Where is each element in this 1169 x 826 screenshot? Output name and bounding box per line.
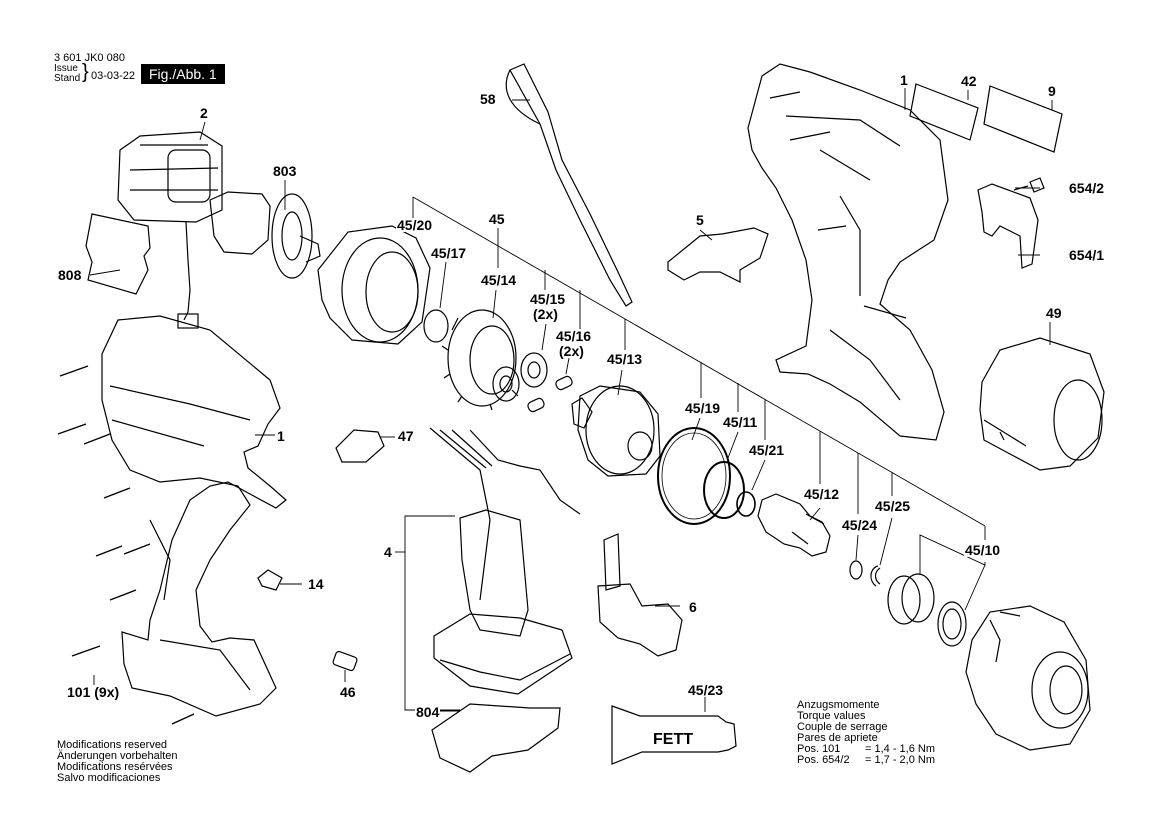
brace: } bbox=[82, 61, 89, 83]
note-line: Modifications resérvées bbox=[57, 761, 173, 773]
planet-gears-45-15 bbox=[492, 352, 548, 402]
callout-9: 9 bbox=[1047, 83, 1057, 99]
housing-half-left bbox=[101, 315, 287, 717]
callout-45-21: 45/21 bbox=[748, 442, 786, 458]
torque-spec-value: = 1,7 - 2,0 Nm bbox=[865, 754, 936, 766]
callout-45: 45 bbox=[488, 211, 506, 227]
modification-notes: Modifications reserved Änderungen vorbeh… bbox=[57, 740, 177, 784]
o-ring-45-19 bbox=[657, 427, 731, 525]
torque-spec-row: Pos. 101 = 1,4 - 1,6 Nm bbox=[797, 744, 935, 755]
callout-49: 49 bbox=[1045, 305, 1063, 321]
callout-45-12: 45/12 bbox=[803, 486, 841, 502]
switch-cable bbox=[603, 533, 621, 591]
callout-6: 6 bbox=[688, 599, 698, 615]
note-line: Salvo modificaciones bbox=[57, 772, 161, 784]
anvil-45-12 bbox=[757, 493, 831, 557]
rotor-803 bbox=[209, 191, 321, 279]
torque-heading: Torque values bbox=[797, 710, 866, 722]
gear-housing-45-20 bbox=[317, 225, 431, 345]
document-number: 3 601 JK0 080 bbox=[54, 52, 125, 64]
label-42 bbox=[909, 83, 979, 141]
callout-45-20: 45/20 bbox=[396, 217, 434, 233]
callout-804: 804 bbox=[415, 704, 441, 720]
ring-45-21 bbox=[736, 491, 756, 517]
switch-5 bbox=[667, 227, 769, 283]
callout-46: 46 bbox=[339, 684, 357, 700]
label-9 bbox=[983, 85, 1063, 153]
switch-module-6 bbox=[597, 583, 683, 657]
torque-spec-pos: Pos. 654/2 bbox=[797, 754, 850, 766]
o-ring-45-19-inner bbox=[661, 432, 727, 520]
pins-45-16 bbox=[527, 375, 573, 413]
callout-58: 58 bbox=[479, 91, 497, 107]
electronics-4 bbox=[429, 427, 581, 695]
circlip-45-25 bbox=[870, 565, 881, 587]
note-line: Modifications reserved bbox=[57, 739, 168, 751]
grease-tube-45-23 bbox=[611, 705, 737, 765]
cap-47 bbox=[335, 429, 385, 463]
screw-654-2 bbox=[1013, 177, 1045, 193]
torque-heading: Couple de serrage bbox=[797, 721, 888, 733]
torque-heading: Pares de apriete bbox=[797, 732, 878, 744]
callout-45-17: 45/17 bbox=[430, 245, 468, 261]
leader-lines bbox=[89, 88, 1053, 712]
battery-frame-804 bbox=[431, 703, 561, 773]
callout-45-15-qty: (2x) bbox=[532, 306, 559, 322]
ring-45-24 bbox=[849, 560, 863, 580]
stand-label: Stand bbox=[54, 73, 81, 84]
callout-14: 14 bbox=[307, 576, 325, 592]
callout-4: 4 bbox=[383, 544, 393, 560]
callout-45-14: 45/14 bbox=[480, 272, 518, 288]
callout-654-2: 654/2 bbox=[1068, 180, 1106, 196]
callout-1-left: 1 bbox=[276, 428, 286, 444]
note-line: Änderungen vorbehalten bbox=[57, 750, 178, 762]
callout-45-13: 45/13 bbox=[606, 351, 644, 367]
issue-date: 03-03-22 bbox=[91, 70, 136, 82]
callout-2: 2 bbox=[199, 105, 209, 121]
spring-45-11 bbox=[703, 461, 745, 519]
callout-45-19: 45/19 bbox=[684, 400, 722, 416]
strap-58 bbox=[505, 63, 633, 307]
callout-45-25: 45/25 bbox=[874, 498, 912, 514]
bushing-45-10 bbox=[887, 573, 967, 647]
cover-49 bbox=[979, 337, 1105, 471]
callout-42: 42 bbox=[960, 73, 978, 89]
grease-label: FETT bbox=[653, 731, 693, 748]
issue-label: Issue bbox=[54, 63, 78, 74]
callout-654-1: 654/1 bbox=[1068, 247, 1106, 263]
callout-101: 101 (9x) bbox=[66, 684, 121, 700]
issue-stand-label: Issue Stand bbox=[54, 64, 80, 84]
callout-45-16: 45/16 bbox=[555, 328, 593, 344]
belt-clip-654-1 bbox=[977, 183, 1039, 269]
callout-45-24: 45/24 bbox=[841, 517, 879, 533]
callout-808: 808 bbox=[57, 267, 83, 283]
torque-spec-row: Pos. 654/2 = 1,7 - 2,0 Nm bbox=[797, 755, 935, 766]
callout-47: 47 bbox=[397, 428, 415, 444]
callout-45-10: 45/10 bbox=[964, 542, 1002, 558]
ring-gear-45-14 bbox=[441, 309, 519, 411]
front-housing bbox=[965, 605, 1091, 751]
screws-101 bbox=[57, 365, 195, 725]
torque-spec-value: = 1,4 - 1,6 Nm bbox=[865, 743, 936, 755]
callout-803: 803 bbox=[272, 163, 298, 179]
figure-label: Fig./Abb. 1 bbox=[141, 64, 225, 84]
clip-14 bbox=[257, 569, 283, 591]
callout-1-top: 1 bbox=[899, 72, 909, 88]
callout-45-15: 45/15 bbox=[529, 291, 567, 307]
torque-spec-pos: Pos. 101 bbox=[797, 743, 841, 755]
torque-heading: Anzugsmomente bbox=[797, 699, 880, 711]
housing-half-right bbox=[747, 63, 949, 441]
callout-45-16-qty: (2x) bbox=[558, 343, 585, 359]
callout-45-11: 45/11 bbox=[722, 414, 759, 430]
spring-46 bbox=[332, 650, 358, 672]
stator-2 bbox=[117, 131, 223, 329]
label-sheet-808 bbox=[85, 213, 151, 295]
washer-45-17 bbox=[423, 309, 449, 343]
callout-45-23: 45/23 bbox=[687, 682, 725, 698]
torque-values: Anzugsmomente Torque values Couple de se… bbox=[797, 700, 935, 766]
hammer-45-13 bbox=[571, 385, 661, 477]
callout-5: 5 bbox=[695, 212, 705, 228]
